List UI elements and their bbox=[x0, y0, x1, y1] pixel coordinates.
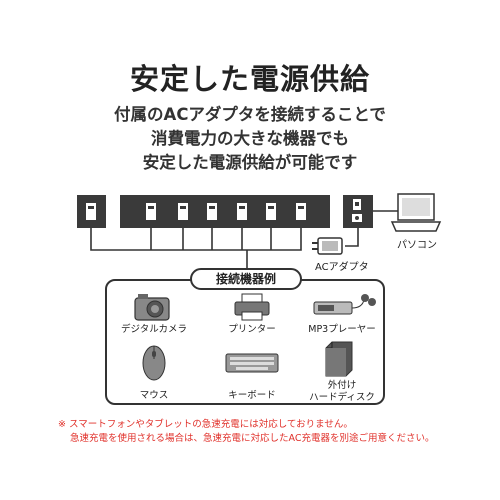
camera-icon bbox=[134, 294, 170, 321]
subtitle-line-1: 付属のACアダプタを接続することで bbox=[114, 105, 386, 124]
usb-port-1 bbox=[146, 203, 156, 220]
page-title: 安定した電源供給 bbox=[129, 62, 370, 96]
device-label-keyboard: キーボード bbox=[228, 390, 276, 401]
connected-devices-title: 接続機器例 bbox=[190, 268, 302, 290]
ac-adapter-icon bbox=[312, 228, 359, 255]
laptop-pc-icon bbox=[373, 193, 442, 232]
pc-label: パソコン bbox=[397, 240, 437, 251]
mp3-player-icon bbox=[313, 294, 376, 315]
subtitle-line-2: 消費電力の大きな機器でも bbox=[151, 129, 349, 148]
upstream-port-block bbox=[77, 195, 106, 228]
mouse-icon bbox=[142, 345, 166, 381]
usb-port-2 bbox=[178, 203, 188, 220]
note-line-1: ※ スマートフォンやタブレットの急速充電には対応しておりません。 bbox=[58, 419, 353, 430]
usb-port-6 bbox=[296, 203, 306, 220]
printer-icon bbox=[234, 293, 270, 321]
device-label-mouse: マウス bbox=[139, 390, 169, 401]
usb-hub-body bbox=[120, 195, 330, 228]
device-label-hard-disk-line-2: ハードディスク bbox=[309, 392, 375, 403]
usb-port-3 bbox=[207, 203, 217, 220]
usb-port-5 bbox=[266, 203, 276, 220]
note-line-2: 急速充電を使用される場合は、急速充電に対応したAC充電器を別途ご用意ください。 bbox=[70, 433, 435, 444]
device-label-printer: プリンター bbox=[228, 324, 276, 335]
device-cables bbox=[90, 228, 302, 268]
hard-disk-icon bbox=[325, 341, 353, 377]
ac-adapter-label: ACアダプタ bbox=[315, 262, 369, 273]
device-label-hard-disk: 外付け ハードディスク bbox=[298, 380, 386, 404]
power-side-block bbox=[343, 195, 373, 228]
device-label-hard-disk-line-1: 外付け bbox=[327, 380, 357, 391]
hub-connection-diagram bbox=[77, 193, 442, 268]
keyboard-icon bbox=[225, 353, 279, 373]
device-label-mp3-player: MP3プレーヤー bbox=[308, 324, 376, 335]
usb-port-4 bbox=[237, 203, 247, 220]
subtitle-line-3: 安定した電源供給が可能です bbox=[142, 153, 358, 172]
device-label-camera: デジタルカメラ bbox=[120, 324, 188, 335]
